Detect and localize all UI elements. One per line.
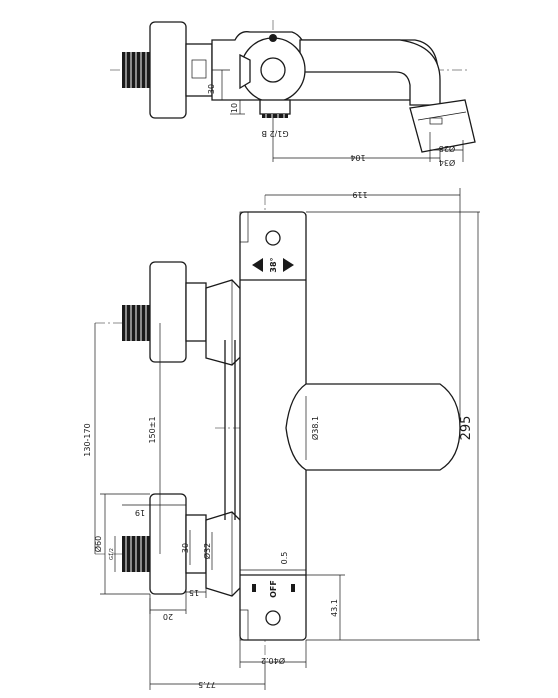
dim-119: 119 xyxy=(352,190,367,199)
temp-arrow-left-icon xyxy=(252,258,263,272)
lower-handle-screw xyxy=(265,610,281,626)
front-view: 38° OFF 119 295 Ø38.1 130-170 150±1 Ø60 xyxy=(83,188,480,690)
arrow-right-icon xyxy=(291,584,295,592)
temp-label: 38° xyxy=(269,257,278,272)
dim-thread-small: G1/2 xyxy=(109,548,115,560)
dim-30: 30 xyxy=(181,543,190,553)
dim-19: 19 xyxy=(135,508,145,517)
front-spout xyxy=(285,383,461,471)
arrow-left-icon xyxy=(252,584,256,592)
dim-15: 15 xyxy=(189,588,199,597)
top-rosette xyxy=(149,21,187,119)
dim-dia38: Ø38.1 xyxy=(310,416,320,440)
dim-top-dia34: Ø34 xyxy=(439,158,455,168)
dim-top-104: 104 xyxy=(350,153,365,162)
dim-top-30: 30 xyxy=(207,84,216,94)
dim-0-5: 0.5 xyxy=(280,552,289,565)
dim-77-5: 77.5 xyxy=(198,680,216,689)
upper-inlet xyxy=(122,261,259,366)
top-inlet-thread xyxy=(122,52,150,88)
off-label: OFF xyxy=(269,580,278,598)
dim-dia40: Ø40.2 xyxy=(261,656,285,666)
dim-dia32: Ø32 xyxy=(202,543,212,559)
dim-top-10: 10 xyxy=(230,103,239,113)
dim-150: 150±1 xyxy=(148,416,157,443)
dim-295: 295 xyxy=(459,416,474,441)
top-spout xyxy=(299,39,441,106)
dim-top-thread: G1/2 B xyxy=(261,129,288,138)
dim-20: 20 xyxy=(163,612,173,621)
top-view: 30 10 G1/2 B 104 Ø28 Ø34 xyxy=(110,20,476,168)
dim-43-1: 43.1 xyxy=(330,599,339,617)
dim-130-170: 130-170 xyxy=(83,423,92,456)
dim-top-dia28: Ø28 xyxy=(439,144,455,154)
temp-arrow-right-icon xyxy=(283,258,294,272)
dim-dia60: Ø60 xyxy=(93,536,103,552)
upper-handle-screw xyxy=(265,230,281,246)
